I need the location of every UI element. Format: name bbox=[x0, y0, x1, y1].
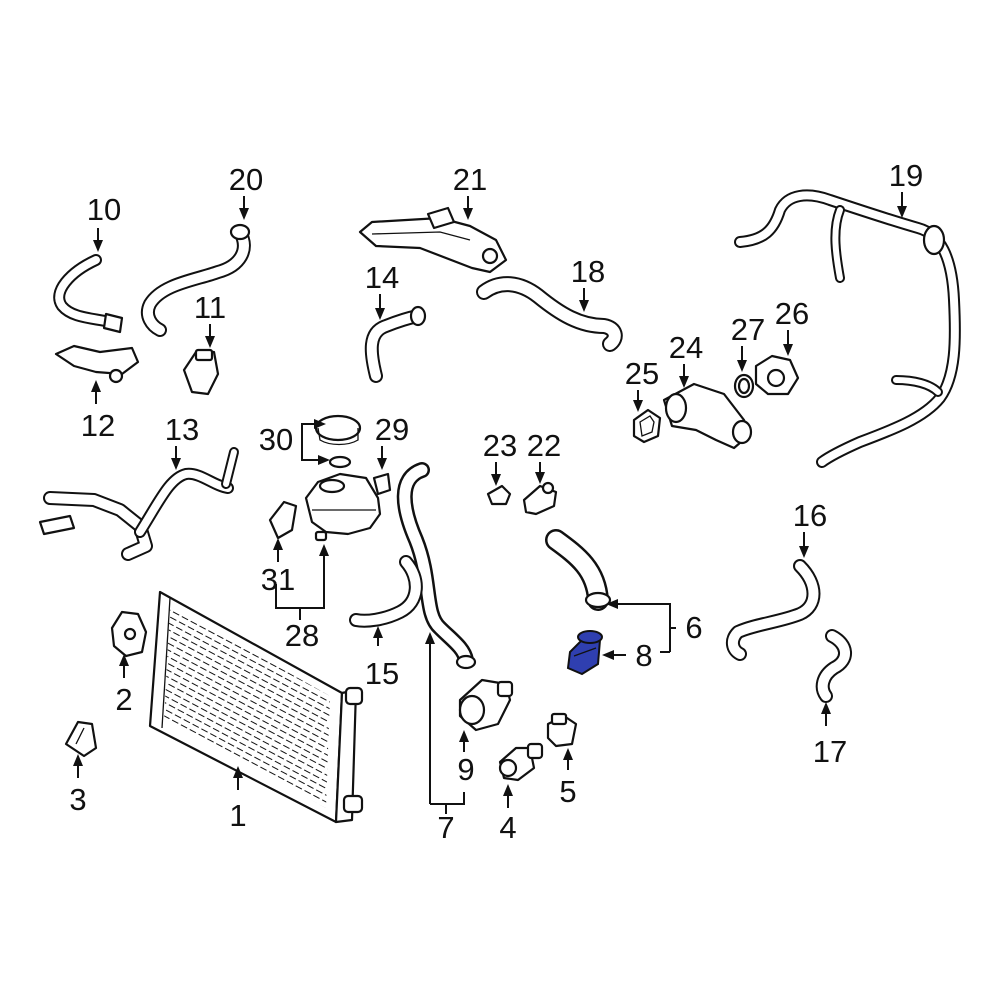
radiator-part-1[interactable] bbox=[148, 590, 364, 824]
hose-part-6[interactable] bbox=[545, 529, 612, 611]
callout-1: 1 bbox=[229, 798, 246, 833]
hose-part-18[interactable] bbox=[476, 276, 623, 352]
leader-lines bbox=[73, 192, 907, 814]
fitting-part-22[interactable] bbox=[522, 481, 558, 516]
hose-part-16[interactable] bbox=[726, 559, 821, 661]
callout-26: 26 bbox=[775, 296, 809, 331]
sensor-part-4[interactable] bbox=[498, 742, 544, 782]
callout-21: 21 bbox=[453, 162, 487, 197]
tank-part-28[interactable] bbox=[304, 472, 382, 542]
callout-28: 28 bbox=[285, 618, 319, 653]
callout-19: 19 bbox=[889, 158, 923, 193]
mount-part-2[interactable] bbox=[110, 610, 148, 658]
housing-part-24[interactable] bbox=[662, 382, 753, 450]
callout-3: 3 bbox=[69, 782, 86, 817]
gasket-part-25[interactable] bbox=[632, 408, 662, 444]
callout-25: 25 bbox=[625, 356, 659, 391]
callout-15: 15 bbox=[365, 656, 399, 691]
callout-numbers: 1 2 3 4 5 6 7 8 9 10 11 12 13 14 15 16 1… bbox=[69, 158, 923, 845]
hose-part-7[interactable] bbox=[396, 462, 477, 670]
pipe-part-13[interactable] bbox=[38, 447, 239, 561]
callout-30: 30 bbox=[259, 422, 293, 457]
bracket-part-3[interactable] bbox=[64, 720, 98, 758]
callout-5: 5 bbox=[559, 774, 576, 809]
sensor-part-29[interactable] bbox=[372, 472, 392, 496]
callout-2: 2 bbox=[115, 682, 132, 717]
callout-17: 17 bbox=[813, 734, 847, 769]
sensor-part-11[interactable] bbox=[182, 348, 220, 396]
hose-part-20[interactable] bbox=[140, 223, 251, 337]
plug-part-23[interactable] bbox=[486, 484, 512, 506]
callout-18: 18 bbox=[571, 254, 605, 289]
hose-part-10[interactable] bbox=[53, 254, 124, 334]
callout-22: 22 bbox=[527, 428, 561, 463]
flange-part-21[interactable] bbox=[358, 206, 508, 274]
sensor-part-5[interactable] bbox=[546, 712, 578, 748]
callout-23: 23 bbox=[483, 428, 517, 463]
callout-20: 20 bbox=[229, 162, 263, 197]
callout-8: 8 bbox=[635, 638, 652, 673]
housing-part-9[interactable] bbox=[458, 678, 514, 732]
callout-6: 6 bbox=[685, 610, 702, 645]
callout-13: 13 bbox=[165, 412, 199, 447]
bracket-part-12[interactable] bbox=[54, 344, 140, 384]
callout-9: 9 bbox=[457, 752, 474, 787]
hose-part-19[interactable] bbox=[734, 189, 961, 468]
hose-part-15[interactable] bbox=[349, 555, 423, 628]
callout-7: 7 bbox=[437, 810, 454, 845]
callout-14: 14 bbox=[365, 260, 399, 295]
callout-29: 29 bbox=[375, 412, 409, 447]
hose-part-8-highlighted[interactable] bbox=[566, 630, 603, 676]
callout-10: 10 bbox=[87, 192, 121, 227]
callout-27: 27 bbox=[731, 312, 765, 347]
callout-11: 11 bbox=[194, 290, 226, 325]
callout-24: 24 bbox=[669, 330, 703, 365]
callout-4: 4 bbox=[499, 810, 516, 845]
hose-part-17[interactable] bbox=[815, 629, 852, 703]
oring-part-27[interactable] bbox=[733, 373, 755, 399]
callout-12: 12 bbox=[81, 408, 115, 443]
callout-31: 31 bbox=[261, 562, 295, 597]
callout-16: 16 bbox=[793, 498, 827, 533]
cover-part-26[interactable] bbox=[754, 354, 800, 396]
bracket-part-31[interactable] bbox=[268, 500, 298, 540]
hose-part-14[interactable] bbox=[364, 305, 427, 383]
